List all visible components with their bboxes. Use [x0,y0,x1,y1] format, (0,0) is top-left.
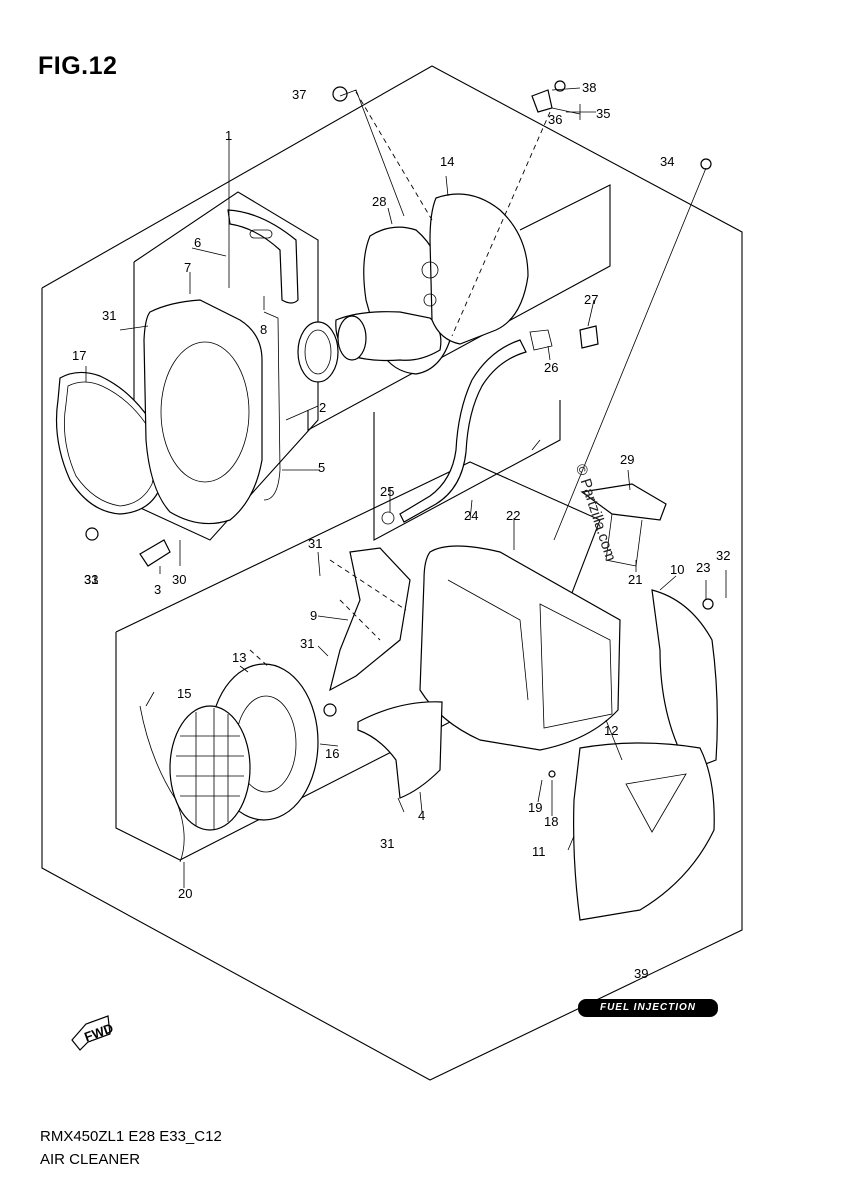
callout: 14 [440,154,454,169]
callout: 28 [372,194,386,209]
side-cover-11 [573,742,715,921]
dashed-leaders [249,91,551,669]
cover-plate-hole [160,341,250,483]
callout: 21 [628,572,642,587]
callout: 8 [260,322,267,337]
figure-title: FIG.12 [38,52,118,80]
clamp-ring [297,321,339,383]
cover-plate-part [143,299,263,525]
callout: 25 [380,484,394,499]
filter-cage-part [169,705,251,831]
callout: 31 [300,636,314,651]
callout: 31 [380,836,394,851]
section-name: AIR CLEANER [40,1151,141,1168]
callout: 33 [84,572,98,587]
case-rib [447,579,529,701]
callout: 26 [544,360,558,375]
callout: 19 [528,800,542,815]
callout: 23 [696,560,710,575]
clip-3 [139,539,171,567]
callout: 20 [178,886,192,901]
retainer-slot [249,229,273,239]
callout: 37 [292,87,306,102]
callout: 12 [604,723,618,738]
callout: 32 [716,548,730,563]
cage-grid [176,708,244,830]
air-box-case-part [419,545,621,751]
callout: 16 [325,746,339,761]
breather-hose-part [399,339,527,523]
callout: 10 [670,562,684,577]
fitting-27 [579,325,599,349]
pipe-mouth [337,315,367,361]
plate-29-body [605,513,643,567]
callout: 24 [464,508,478,523]
intake-group-outline [307,184,611,431]
callout: 13 [232,650,246,665]
retainer-part [227,209,299,304]
callout: 18 [544,814,558,829]
callout: 7 [184,260,191,275]
fuel-injection-badge: FUEL INJECTION [578,999,718,1017]
callout: 4 [418,808,425,823]
outlet-boss [421,261,439,279]
callout: 31 [102,308,116,323]
clamp-ring-inner [304,329,332,375]
model-code: RMX450ZL1 E28 E33_C12 [40,1128,222,1145]
gasket-inner [64,381,156,507]
cage-wire-20 [139,705,185,863]
case-flange [539,603,613,729]
callout: 9 [310,608,317,623]
screw-18 [548,770,556,778]
callout: 1 [225,128,232,143]
bracket-35 [531,89,553,113]
callout: 17 [72,348,86,363]
grommet [323,703,337,717]
side-cover-10 [651,589,718,771]
cover-window [625,773,687,833]
callout: 6 [194,235,201,250]
callout: 15 [177,686,191,701]
callout: 39 [634,966,648,981]
callout: 2 [319,400,326,415]
leader-lines [85,87,727,888]
fwd-arrow-icon [71,1015,111,1051]
bracket-part [329,547,411,692]
callout: 22 [506,508,520,523]
nut-33 [85,527,99,541]
callout: 27 [584,292,598,307]
callout: 3 [154,582,161,597]
cover-seal-5 [263,311,281,501]
callout: 30 [172,572,186,587]
hose-group-outline [373,400,561,541]
hose-clamp-26 [529,329,553,351]
bolt-38 [554,80,566,92]
callout: 36 [548,112,562,127]
callout: 35 [596,106,610,121]
callout: 38 [582,80,596,95]
callout-labels: 1 2 3 4 5 6 7 8 9 10 11 12 13 14 15 16 1… [72,80,730,981]
nut-34 [700,158,712,170]
callout: 31 [308,536,322,551]
plate-29 [580,483,667,521]
hose-clip-25 [381,511,395,525]
assembly-outline [41,65,743,1081]
washer-23 [702,598,714,610]
callout: 5 [318,460,325,475]
outlet-housing-part [429,193,529,345]
callout: 11 [532,844,546,859]
screw-37 [332,86,348,102]
callout: 29 [620,452,634,467]
callout: 31 [84,572,98,587]
outlet-boss-2 [423,293,437,307]
holder-part [357,701,443,799]
callout: 34 [660,154,674,169]
